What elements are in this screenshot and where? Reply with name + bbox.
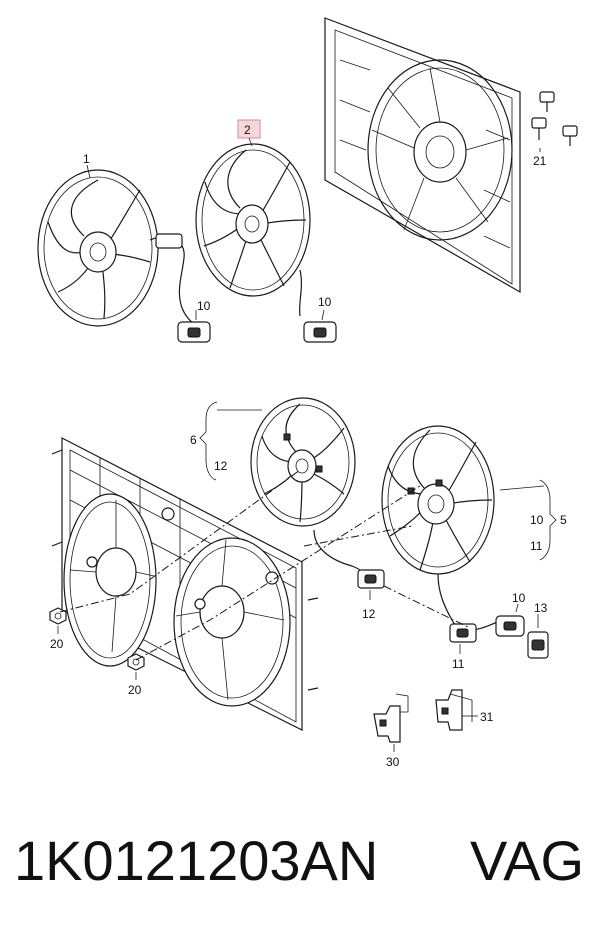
clip-part-31	[435, 689, 473, 731]
callout-1: 1	[83, 152, 90, 166]
callout-20b: 20	[128, 683, 142, 697]
nut-part-20b	[127, 653, 145, 671]
footer: 1K0121203AN VAG	[0, 820, 600, 920]
nut-part-20a	[49, 607, 67, 625]
callout-10d: 10	[512, 591, 526, 605]
callout-10c: 10	[530, 513, 544, 527]
connector-part-12	[357, 569, 385, 589]
callout-20a: 20	[50, 637, 64, 651]
fan-part-5	[381, 425, 505, 631]
callout-5: 5	[560, 513, 567, 527]
callout-2: 2	[244, 123, 251, 137]
callout-12b: 12	[362, 607, 376, 621]
connector-part-10b	[303, 321, 337, 343]
callout-11b: 11	[452, 657, 465, 671]
callout-30: 30	[386, 755, 400, 769]
callout-12a: 12	[214, 459, 228, 473]
brand-label: VAG	[470, 829, 585, 892]
fan-part-1	[37, 169, 211, 343]
part-number: 1K0121203AN	[14, 829, 379, 892]
fan-part-2	[195, 143, 337, 343]
twin-shroud	[51, 437, 319, 731]
callout-10a: 10	[197, 299, 211, 313]
connector-part-11b	[449, 623, 477, 643]
shroud-top	[324, 17, 521, 294]
clip-part-30	[373, 693, 409, 743]
connector-part-13	[527, 631, 549, 659]
callout-6: 6	[190, 433, 197, 447]
callout-10b: 10	[318, 295, 332, 309]
exploded-parts-diagram: 1 2 10 10 21	[37, 17, 578, 769]
callout-31: 31	[480, 710, 494, 724]
screws-part-21	[531, 91, 578, 146]
callout-11a: 11	[530, 539, 543, 553]
callout-13: 13	[534, 601, 548, 615]
connector-part-10d	[495, 615, 525, 637]
callout-21: 21	[533, 154, 547, 168]
connector-part-10a	[177, 321, 211, 343]
